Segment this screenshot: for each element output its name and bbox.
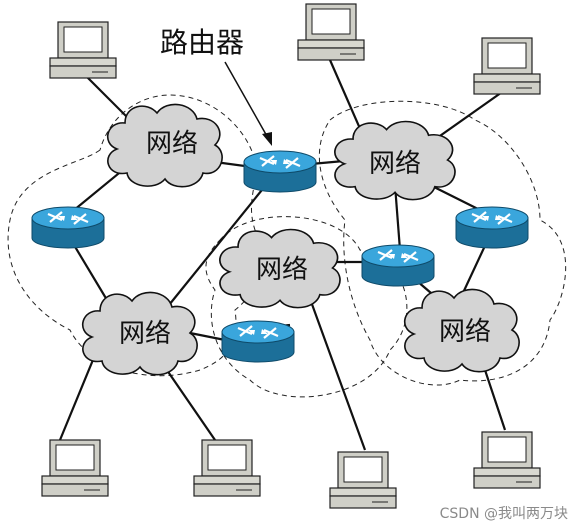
computer-top-left (49, 21, 117, 79)
network-label-top-left: 网络 (146, 129, 198, 159)
network-label-top-right: 网络 (369, 149, 421, 179)
right-network-boundary (318, 100, 567, 386)
computer-bottom-right (473, 431, 541, 489)
router-bottom-center (220, 319, 296, 364)
network-label-bottom-right: 网络 (439, 317, 491, 347)
computer-bottom-center-left (193, 439, 261, 497)
router-center-right (360, 243, 436, 288)
router-pointer-arrow (224, 61, 272, 146)
network-label-center: 网络 (256, 255, 308, 285)
left-network-boundary (7, 94, 263, 377)
router-label: 路由器 (160, 26, 244, 59)
center-network-boundary (205, 216, 408, 398)
computer-bottom-left (41, 439, 109, 497)
watermark: CSDN @我叫两万块 (440, 506, 568, 522)
computer-top-right (473, 37, 541, 95)
router-right (454, 205, 530, 250)
computer-top-center (297, 3, 365, 61)
network-label-bottom-left: 网络 (119, 319, 171, 349)
dashed-boundaries (7, 94, 567, 398)
computer-bottom-center (329, 451, 397, 509)
router-left (30, 205, 106, 250)
router-top-center (242, 149, 318, 194)
